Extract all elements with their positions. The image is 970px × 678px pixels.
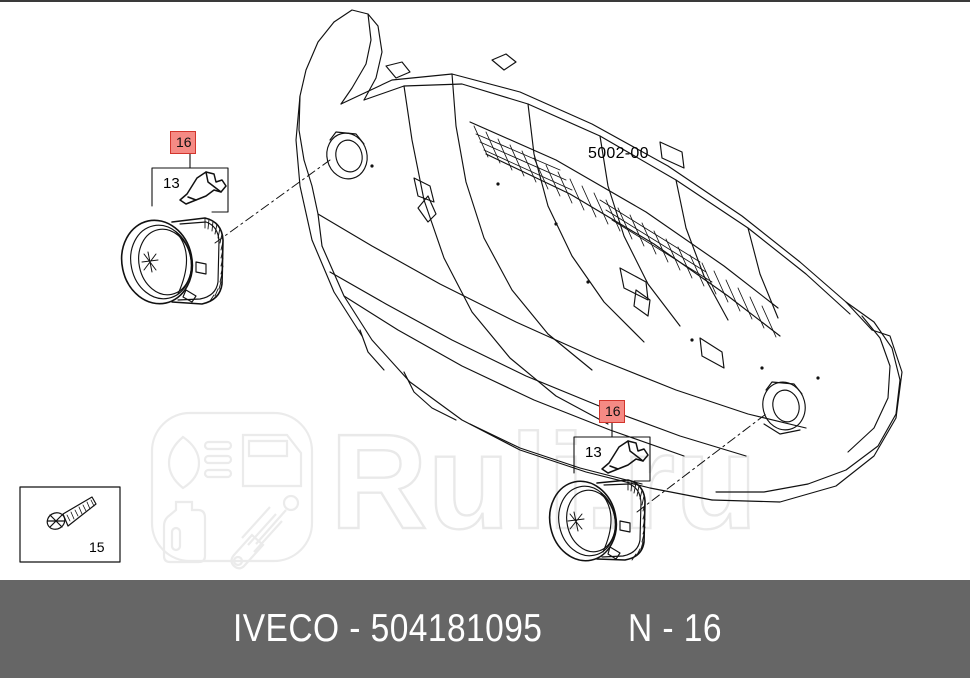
left-leader-line	[214, 159, 331, 244]
right-bulb-part	[601, 440, 649, 474]
footer-section-code: N - 16	[628, 607, 723, 650]
page-top-border	[0, 0, 970, 2]
mounting-points	[370, 164, 820, 380]
lens-mark-right	[567, 511, 585, 532]
callout-13-right: 13	[585, 444, 602, 461]
footer-bar: IVECO - 504181095 N - 16	[0, 580, 970, 678]
right-fog-lamp-part	[548, 479, 646, 562]
bumper-left-lamp-opening	[326, 131, 368, 180]
callout-16-right[interactable]: 16	[599, 400, 625, 423]
footer-brand-and-number: IVECO - 504181095	[232, 607, 542, 650]
left-bulb-part	[179, 171, 227, 205]
callout-13-left: 13	[163, 175, 180, 192]
bumper-right-lamp-opening	[762, 381, 806, 435]
lamp-collar-ribs	[204, 217, 224, 302]
technical-drawing	[19, 9, 903, 563]
screw-part	[46, 496, 97, 530]
lens-mark	[141, 251, 159, 273]
bumper-assembly	[295, 9, 903, 503]
callout-16-left[interactable]: 16	[170, 131, 196, 154]
left-fog-lamp-part	[120, 217, 224, 305]
hardware-box-number: 15	[89, 539, 105, 555]
right-leader-line	[636, 413, 767, 513]
assembly-reference-label: 5002-00	[588, 145, 649, 162]
grille-mesh	[473, 125, 777, 338]
lamp-collar-ribs-right	[627, 479, 646, 561]
hardware-box	[19, 486, 121, 563]
